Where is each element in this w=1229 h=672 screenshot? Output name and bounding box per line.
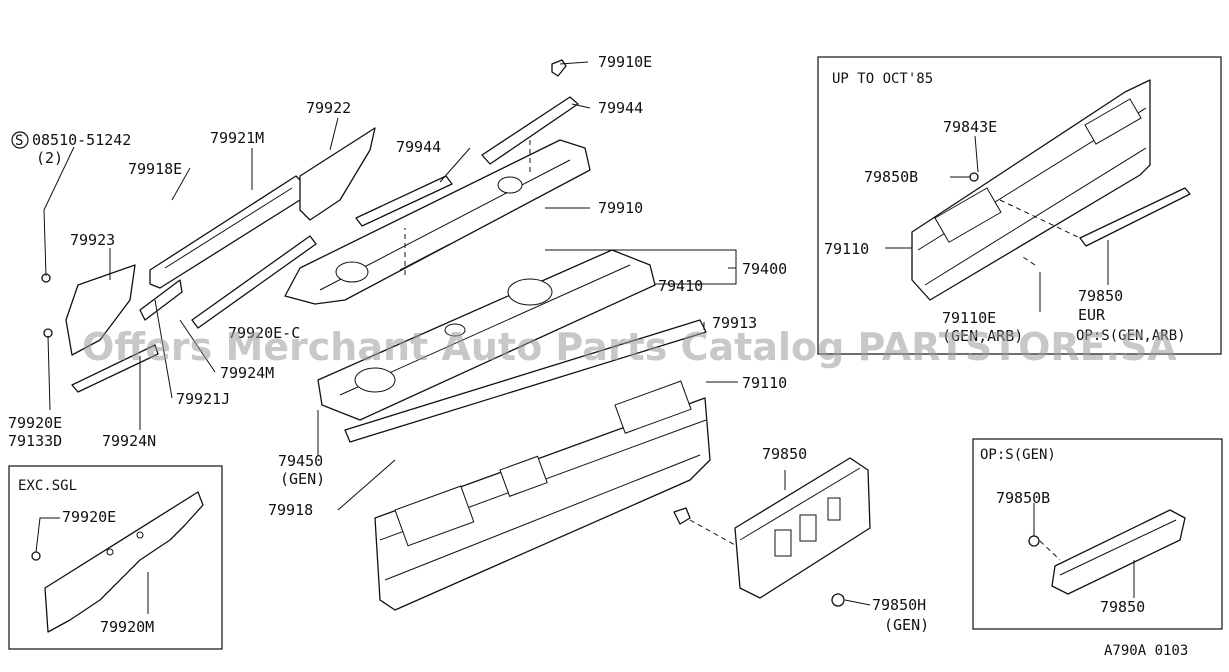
label-79450-gen: (GEN)	[280, 470, 325, 488]
label-79913: 79913	[712, 314, 757, 332]
label-79922: 79922	[306, 99, 351, 117]
label-79410: 79410	[658, 277, 703, 295]
label-79944-top: 79944	[598, 99, 643, 117]
label-79924m: 79924M	[220, 364, 274, 382]
part-79910-parcel-shelf	[284, 139, 591, 305]
clip-79850h	[831, 593, 845, 607]
inset-title-exc-sgl: EXC.SGL	[18, 478, 77, 494]
part-79922-trim	[299, 127, 376, 221]
inset-title-op-s-gen: OP:S(GEN)	[980, 447, 1056, 463]
label-79910e: 79910E	[598, 53, 652, 71]
part-79110-rear-panel	[374, 380, 711, 611]
label-79910: 79910	[598, 199, 643, 217]
label-inset3-79850b: 79850B	[996, 489, 1050, 507]
clip-inset3-79850b	[1028, 535, 1040, 547]
clip-79850-bracket-side	[673, 507, 691, 525]
label-79400: 79400	[742, 260, 787, 278]
clip-inset1-79850b	[969, 172, 979, 182]
clip-inset2-79920e	[31, 551, 41, 561]
inset-box-exc-sgl: EXC.SGL	[8, 465, 223, 650]
label-79850h: 79850H	[872, 596, 926, 614]
label-79918: 79918	[268, 501, 313, 519]
label-79921j: 79921J	[176, 390, 230, 408]
part-79921j-trim	[139, 279, 183, 321]
inset-title-up-to-oct85: UP TO OCT'85	[832, 71, 933, 87]
label-inset3-79850: 79850	[1100, 598, 1145, 616]
label-79920e-left: 79920E	[8, 414, 62, 432]
label-79920e-c: 79920E-C	[228, 324, 300, 342]
clip-79910e	[551, 59, 567, 77]
part-79924n-trim	[71, 344, 159, 393]
inset-box-up-to-oct85: UP TO OCT'85	[817, 56, 1222, 355]
label-79450: 79450	[278, 452, 323, 470]
part-79944-strip-mid	[355, 175, 453, 227]
label-inset1-79850-eur: EUR	[1078, 306, 1106, 324]
watermark-text: Offers Merchant Auto Parts Catalog PARTS…	[82, 325, 1177, 369]
part-inset3-79850-bar	[1051, 509, 1186, 595]
label-79850-main: 79850	[762, 445, 807, 463]
label-inset1-79850-op: OP:S(GEN,ARB)	[1076, 328, 1186, 344]
part-inset1-79110-panel	[911, 79, 1151, 301]
label-08510-51242: 08510-51242	[32, 131, 131, 149]
label-inset1-79843e: 79843E	[943, 118, 997, 136]
inset-box-op-s-gen: OP:S(GEN)	[972, 438, 1223, 630]
part-79921m-trim	[149, 175, 303, 289]
label-inset1-79110e: 79110E	[942, 309, 996, 327]
label-inset2-79920e: 79920E	[62, 508, 116, 526]
screw-symbol-icon: S	[11, 131, 29, 149]
label-79850h-gen: (GEN)	[884, 616, 929, 634]
part-79923-side-panel	[65, 264, 136, 356]
label-79921m: 79921M	[210, 129, 264, 147]
part-79913-member	[344, 319, 707, 443]
label-79944-mid: 79944	[396, 138, 441, 156]
clip-left-79920e	[41, 273, 53, 338]
label-79918e: 79918E	[128, 160, 182, 178]
label-08510-qty: (2)	[36, 149, 63, 167]
label-79924n: 79924N	[102, 432, 156, 450]
part-79944-strip-top	[481, 96, 579, 165]
label-inset2-79920m: 79920M	[100, 618, 154, 636]
part-labels: 08510-51242 (2) 79921M 79922 79918E 7992…	[8, 53, 1188, 659]
diagram-code: A790A 0103	[1104, 643, 1188, 659]
label-79110-main: 79110	[742, 374, 787, 392]
label-79923: 79923	[70, 231, 115, 249]
label-inset1-79110: 79110	[824, 240, 869, 258]
part-79850-bracket	[734, 457, 871, 599]
part-79924m-trim	[191, 235, 317, 329]
leader-lines	[35, 61, 1135, 614]
screw-symbol-letter: S	[15, 133, 23, 149]
part-inset2-79920m-panel	[44, 491, 204, 633]
label-inset1-79850b: 79850B	[864, 168, 918, 186]
label-inset1-79850: 79850	[1078, 287, 1123, 305]
label-inset1-79110e-note: (GEN,ARB)	[942, 327, 1023, 345]
part-inset1-79850-strip	[1079, 187, 1191, 247]
label-79133d: 79133D	[8, 432, 62, 450]
